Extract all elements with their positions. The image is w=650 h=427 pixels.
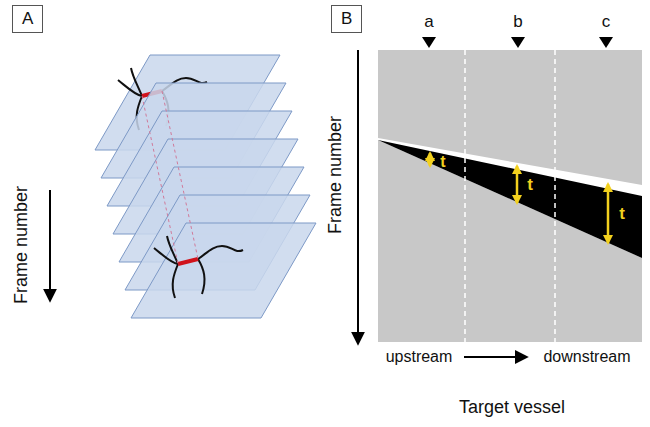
position-letter: b xyxy=(513,13,522,32)
panel-label-box: A xyxy=(12,5,43,33)
frame-stack xyxy=(95,55,316,318)
kymograph xyxy=(378,50,642,342)
interval-label: t xyxy=(440,153,445,171)
direction-label: downstream xyxy=(543,348,630,366)
panel-letter: A xyxy=(22,9,33,29)
interval-label: t xyxy=(619,205,625,224)
direction-label: upstream xyxy=(386,348,453,366)
panel-label-box: B xyxy=(331,5,362,33)
flow-arrow xyxy=(464,356,526,358)
interval-label: t xyxy=(527,176,533,195)
position-markers xyxy=(422,37,613,48)
position-letter: c xyxy=(602,13,611,32)
frame-arrow xyxy=(357,50,359,343)
position-letter: a xyxy=(424,13,433,32)
interval-arrows xyxy=(430,153,608,243)
axis-label: Frame number xyxy=(326,116,346,234)
vessel-drawing xyxy=(154,236,243,298)
frame-arrow xyxy=(49,190,51,300)
panel-letter: B xyxy=(341,9,352,29)
axis-label: Target vessel xyxy=(459,398,565,418)
axis-label: Frame number xyxy=(12,186,32,304)
